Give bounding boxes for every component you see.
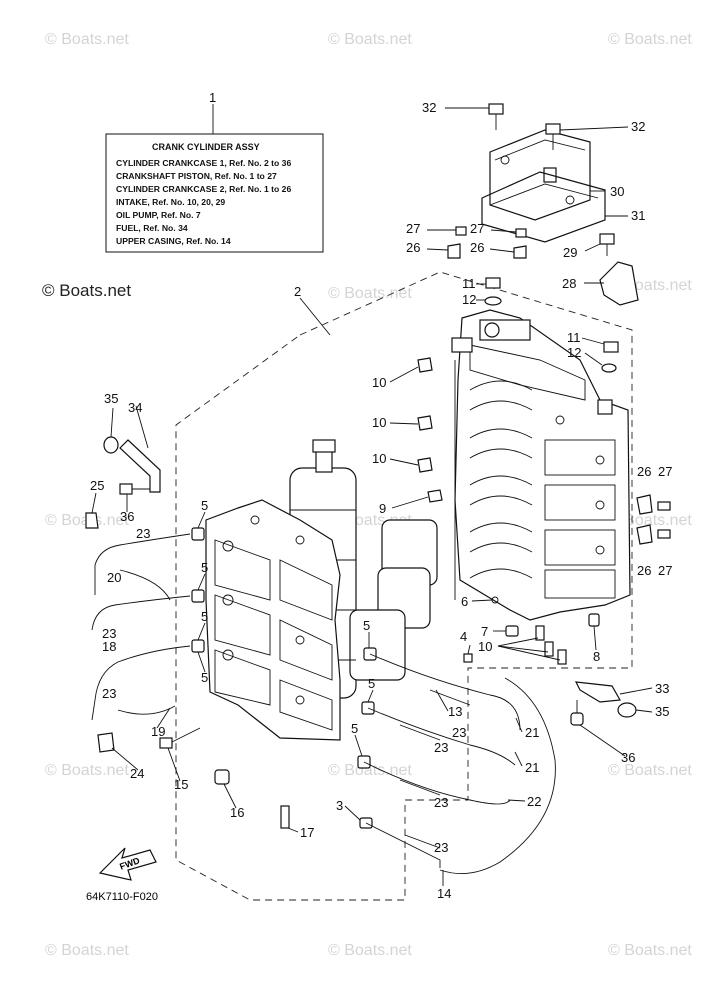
callout: 27: [658, 563, 672, 578]
callout: 11: [567, 330, 581, 345]
callout: 36: [621, 750, 635, 765]
legend-line: CYLINDER CRANKCASE 1, Ref. No. 2 to 36: [116, 158, 291, 168]
callout: 23: [102, 686, 116, 701]
callout: 7: [481, 624, 488, 639]
watermark: © Boats.net: [328, 942, 412, 959]
legend-line: FUEL, Ref. No. 34: [116, 223, 188, 233]
callout: 5: [201, 498, 208, 513]
callout: 5: [363, 618, 370, 633]
callout: 22: [527, 794, 541, 809]
callout: 26: [637, 464, 651, 479]
callout: 31: [631, 208, 645, 223]
callout: 33: [655, 681, 669, 696]
watermark: © Boats.net: [45, 762, 129, 779]
watermark: © Boats.net: [45, 942, 129, 959]
exhaust-cover: [481, 129, 606, 243]
callout: 26: [406, 240, 420, 255]
legend-line: INTAKE, Ref. No. 10, 20, 29: [116, 197, 225, 207]
callout: 23: [434, 740, 448, 755]
callout: 28: [562, 276, 576, 291]
callout: 17: [300, 825, 314, 840]
callout: 8: [593, 649, 600, 664]
callout: 4: [460, 629, 467, 644]
callout: 5: [201, 609, 208, 624]
callout-labels: 1 2 3 4 5 5 5 5 5 5 5 6 7 8 9 10 10 10 1…: [90, 90, 672, 901]
cylinder-block: [451, 309, 631, 621]
callout: 35: [104, 391, 118, 406]
brand-watermark: © Boats.net: [42, 281, 131, 300]
callout: 12: [567, 345, 581, 360]
callout: 26: [637, 563, 651, 578]
callout: 23: [136, 526, 150, 541]
callout: 36: [120, 509, 134, 524]
callout: 27: [406, 221, 420, 236]
callout: 12: [462, 292, 476, 307]
callout: 23: [452, 725, 466, 740]
watermark: © Boats.net: [608, 942, 692, 959]
drawing-code: 64K7110-F020: [86, 891, 158, 903]
hoses: [91, 533, 556, 875]
callout: 6: [461, 594, 468, 609]
forward-direction-arrow: FWD: [98, 847, 157, 881]
callout: 30: [610, 184, 624, 199]
callout: 26: [470, 240, 484, 255]
callout: 35: [655, 704, 669, 719]
callout: 27: [470, 221, 484, 236]
callout: 16: [230, 805, 244, 820]
leader-lines: [91, 107, 653, 886]
callout: 20: [107, 570, 121, 585]
callout: 21: [525, 760, 539, 775]
callout: 34: [128, 400, 142, 415]
legend-line: CYLINDER CRANKCASE 2, Ref. No. 1 to 26: [116, 184, 291, 194]
callout: 27: [658, 464, 672, 479]
callout: 10: [372, 415, 386, 430]
callout: 32: [631, 119, 645, 134]
callout: 18: [102, 639, 116, 654]
watermark: © Boats.net: [328, 31, 412, 48]
callout: 5: [351, 721, 358, 736]
callout: 25: [90, 478, 104, 493]
callout: 21: [525, 725, 539, 740]
callout: 32: [422, 100, 436, 115]
callout: 13: [448, 704, 462, 719]
callout: 29: [563, 245, 577, 260]
callout: 10: [372, 375, 386, 390]
callout: 10: [478, 639, 492, 654]
legend-line: UPPER CASING, Ref. No. 14: [116, 236, 231, 246]
assembly-legend-box: CRANK CYLINDER ASSY CYLINDER CRANKCASE 1…: [105, 104, 324, 253]
callout: 11: [462, 276, 476, 291]
callout: 10: [372, 451, 386, 466]
legend-title: CRANK CYLINDER ASSY: [152, 142, 260, 152]
callout: 5: [201, 560, 208, 575]
crankcase-block: [205, 499, 341, 741]
callout: 23: [434, 795, 448, 810]
callout: 9: [379, 501, 386, 516]
callout: 15: [174, 777, 188, 792]
callout: 23: [102, 626, 116, 641]
watermark: © Boats.net: [608, 31, 692, 48]
callout: 5: [368, 676, 375, 691]
watermark: © Boats.net: [328, 285, 412, 302]
callout: 23: [434, 840, 448, 855]
callout: 2: [294, 284, 301, 299]
callout: 19: [151, 724, 165, 739]
watermark: © Boats.net: [608, 762, 692, 779]
watermark: © Boats.net: [45, 31, 129, 48]
legend-line: CRANKSHAFT PISTON, Ref. No. 1 to 27: [116, 171, 277, 181]
legend-line: OIL PUMP, Ref. No. 7: [116, 210, 201, 220]
callout: 14: [437, 886, 451, 901]
callout: 24: [130, 766, 144, 781]
callout: 1: [209, 90, 216, 105]
clamp-bracket: [599, 261, 639, 306]
callout: 5: [201, 670, 208, 685]
callout: 3: [336, 798, 343, 813]
